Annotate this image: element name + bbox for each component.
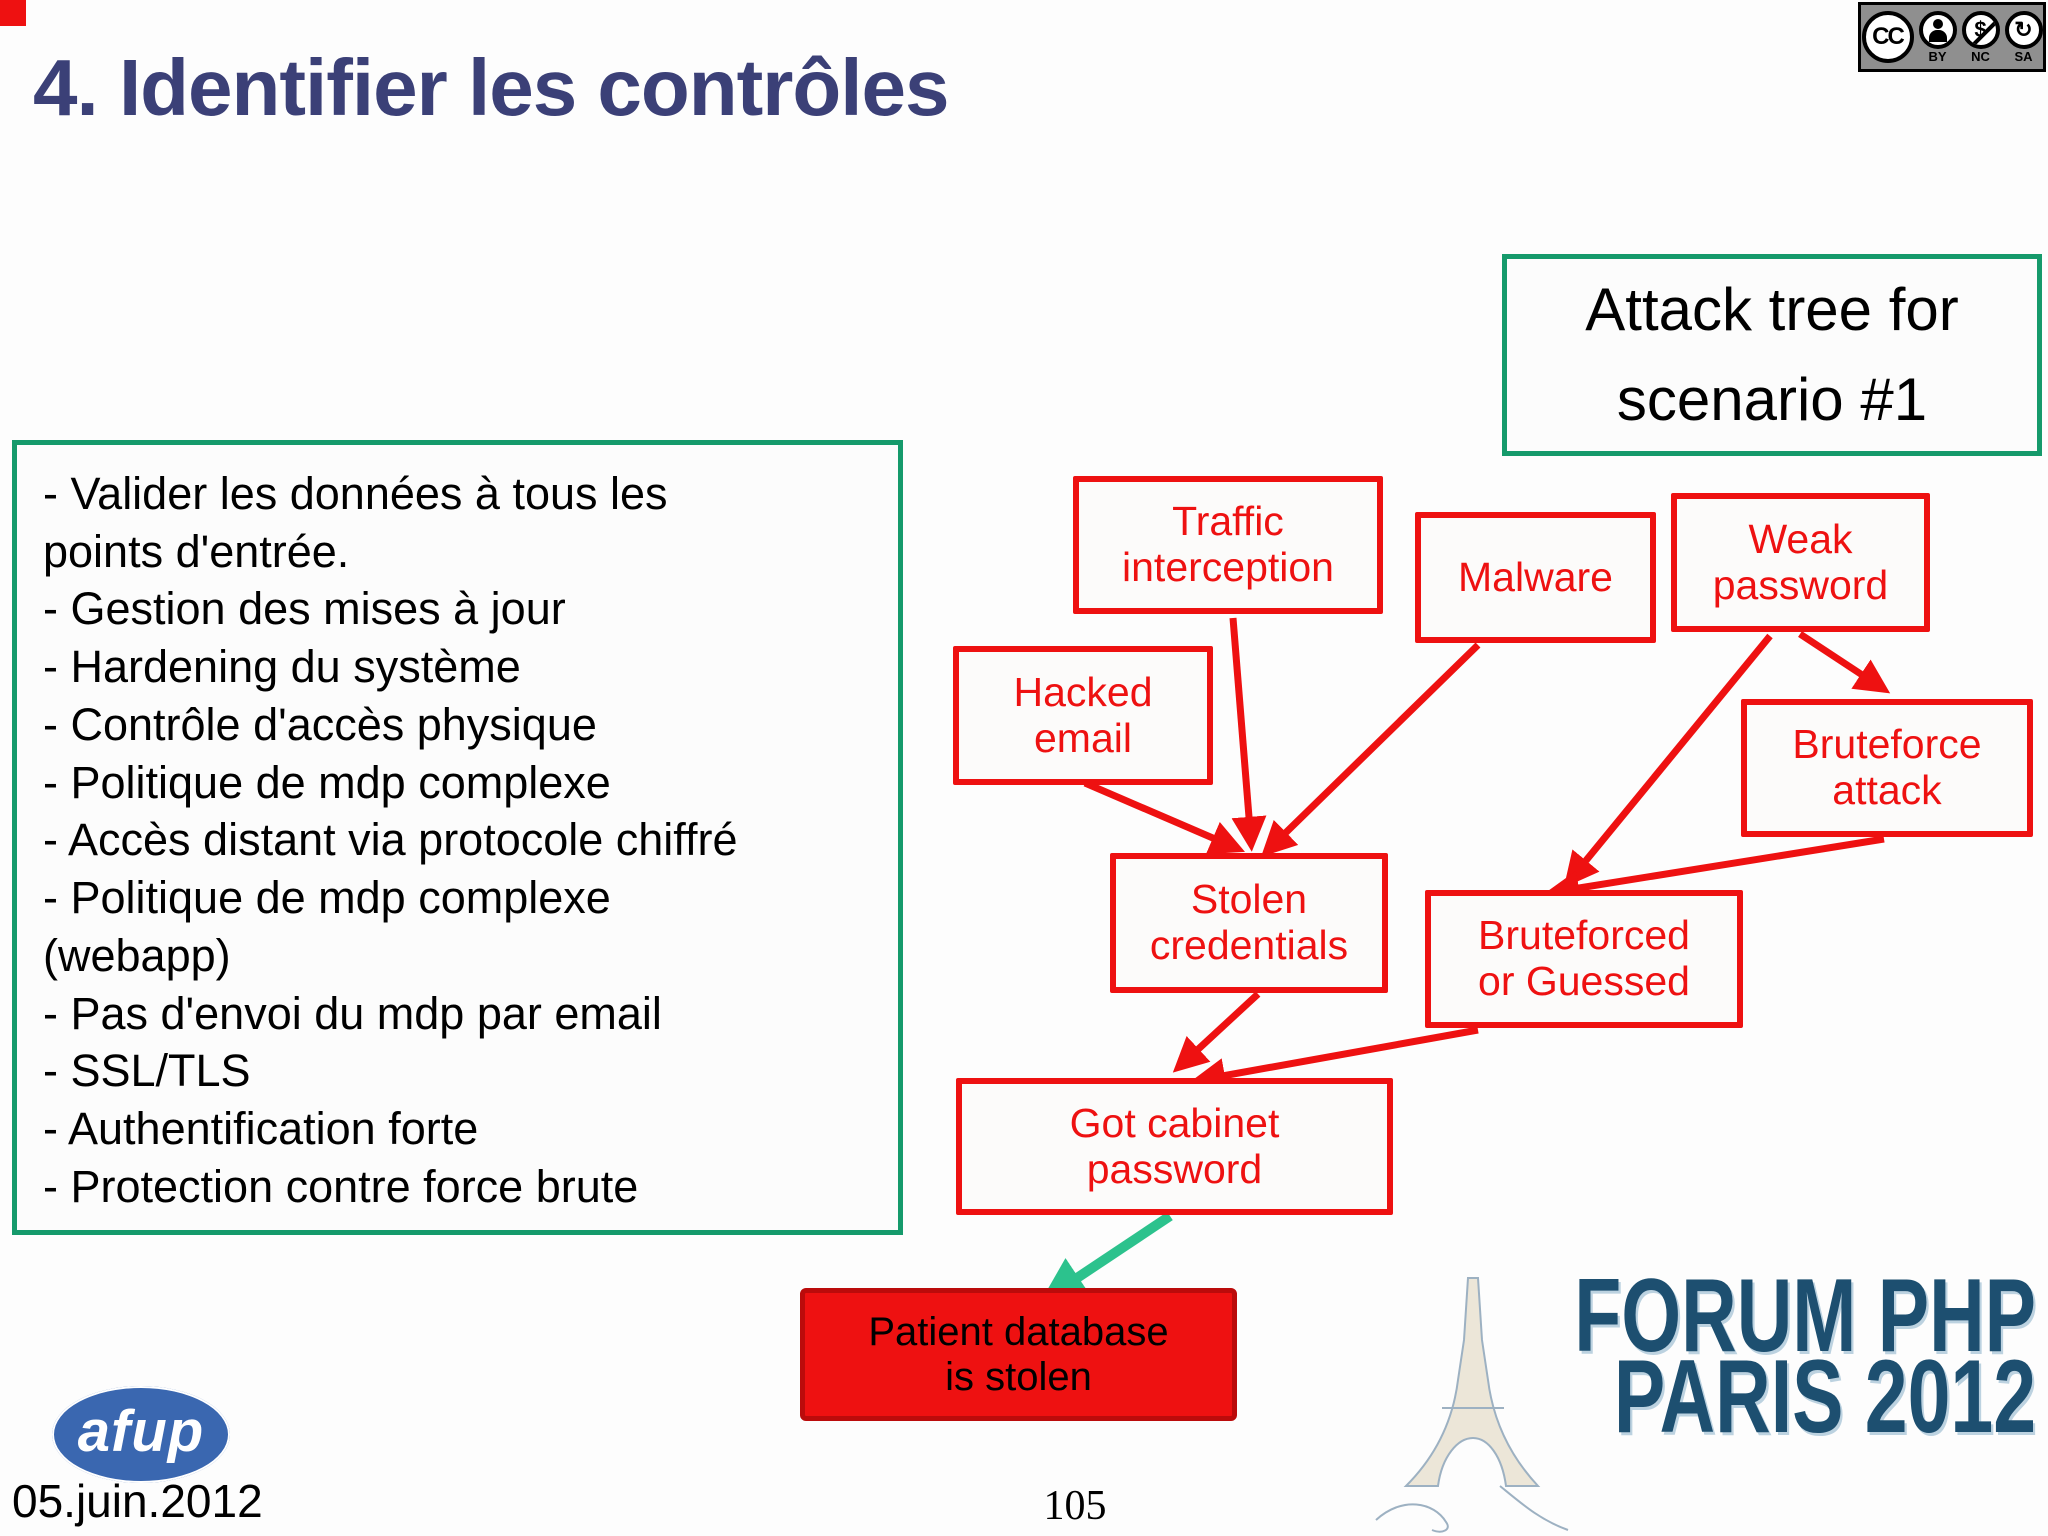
cc-nc-dollar-icon: $: [1961, 11, 2000, 49]
afup-logo-text: afup: [77, 1399, 205, 1464]
cc-logo-icon: CC: [1861, 11, 1914, 63]
tree-node-weak: Weak password: [1671, 493, 1930, 632]
edge-traffic-to-stolen: [1229, 617, 1267, 852]
forum-php-line1: FORUM PHP: [1574, 1258, 2036, 1374]
tree-node-hacked: Hacked email: [953, 646, 1213, 785]
forum-php-logo: FORUM PHP PARIS 2012: [1412, 1258, 2036, 1456]
tree-node-bruteforced: Bruteforced or Guessed: [1425, 890, 1743, 1028]
edge-gotcabinet-to-patient: [1040, 1211, 1173, 1303]
controls-list-item: - Accès distant via protocole chiffré: [43, 814, 738, 866]
cc-license-badge: CC BY $ NC ↻ SA: [1858, 2, 2046, 72]
controls-list-item: - Gestion des mises à jour: [43, 583, 566, 635]
cc-sa-item: ↻ SA: [2004, 11, 2043, 64]
controls-list-item: - Politique de mdp complexe (webapp): [43, 872, 611, 981]
controls-list-item: - Politique de mdp complexe: [43, 756, 611, 808]
tree-node-malware: Malware: [1415, 512, 1656, 643]
tree-node-gotcabinet: Got cabinet password: [956, 1078, 1393, 1215]
cc-nc-label: NC: [1971, 49, 1990, 64]
edge-weak-to-bruteforced: [1563, 633, 1773, 888]
cc-by-label: BY: [1928, 49, 1947, 64]
slide-date: 05.juin.2012: [12, 1475, 263, 1527]
controls-list-item: - Pas d'envoi du mdp par email: [43, 987, 662, 1039]
tree-node-stolen: Stolen credentials: [1110, 853, 1388, 993]
cc-by-person-icon: [1918, 11, 1957, 49]
edge-bruteforced-to-gotcabinet: [1190, 1026, 1479, 1093]
edge-malware-to-stolen: [1260, 642, 1481, 857]
tree-node-bruteforce: Bruteforce attack: [1741, 699, 2033, 837]
controls-list: - Valider les données à tous les points …: [12, 440, 903, 1235]
controls-list-item: - Valider les données à tous les points …: [43, 468, 668, 577]
eiffel-tower-icon: [1375, 1277, 1569, 1533]
cc-sa-label: SA: [2014, 49, 2033, 64]
page-title: 4. Identifier les contrôles: [33, 43, 950, 132]
edge-weak-to-bruteforce: [1798, 631, 1891, 694]
red-corner-artifact: [0, 0, 26, 26]
controls-list-item: - Contrôle d'accès physique: [43, 698, 597, 750]
cc-sa-arrow-icon: ↻: [2004, 11, 2043, 49]
edge-bruteforce-to-bruteforced: [1544, 835, 1885, 906]
cc-nc-item: $ NC: [1961, 11, 2000, 64]
edge-hacked-to-stolen: [1083, 779, 1246, 855]
cc-by-item: BY: [1918, 11, 1957, 64]
cc-icon: CC: [1861, 11, 1914, 63]
controls-list-item: - Hardening du système: [43, 641, 521, 693]
controls-list-item: - SSL/TLS: [43, 1045, 251, 1097]
attack-tree-caption: Attack tree for scenario #1: [1502, 254, 2042, 456]
controls-list-item: - Authentification forte: [43, 1103, 479, 1155]
forum-php-line2: PARIS 2012: [1613, 1339, 2036, 1456]
page-number: 105: [1043, 1483, 1107, 1529]
controls-list-item: - Protection contre force brute: [43, 1160, 639, 1212]
afup-logo: afup: [52, 1386, 230, 1483]
edge-stolen-to-gotcabinet: [1172, 991, 1261, 1073]
tree-node-patient: Patient database is stolen: [800, 1288, 1237, 1421]
tree-node-traffic: Traffic interception: [1073, 476, 1383, 614]
